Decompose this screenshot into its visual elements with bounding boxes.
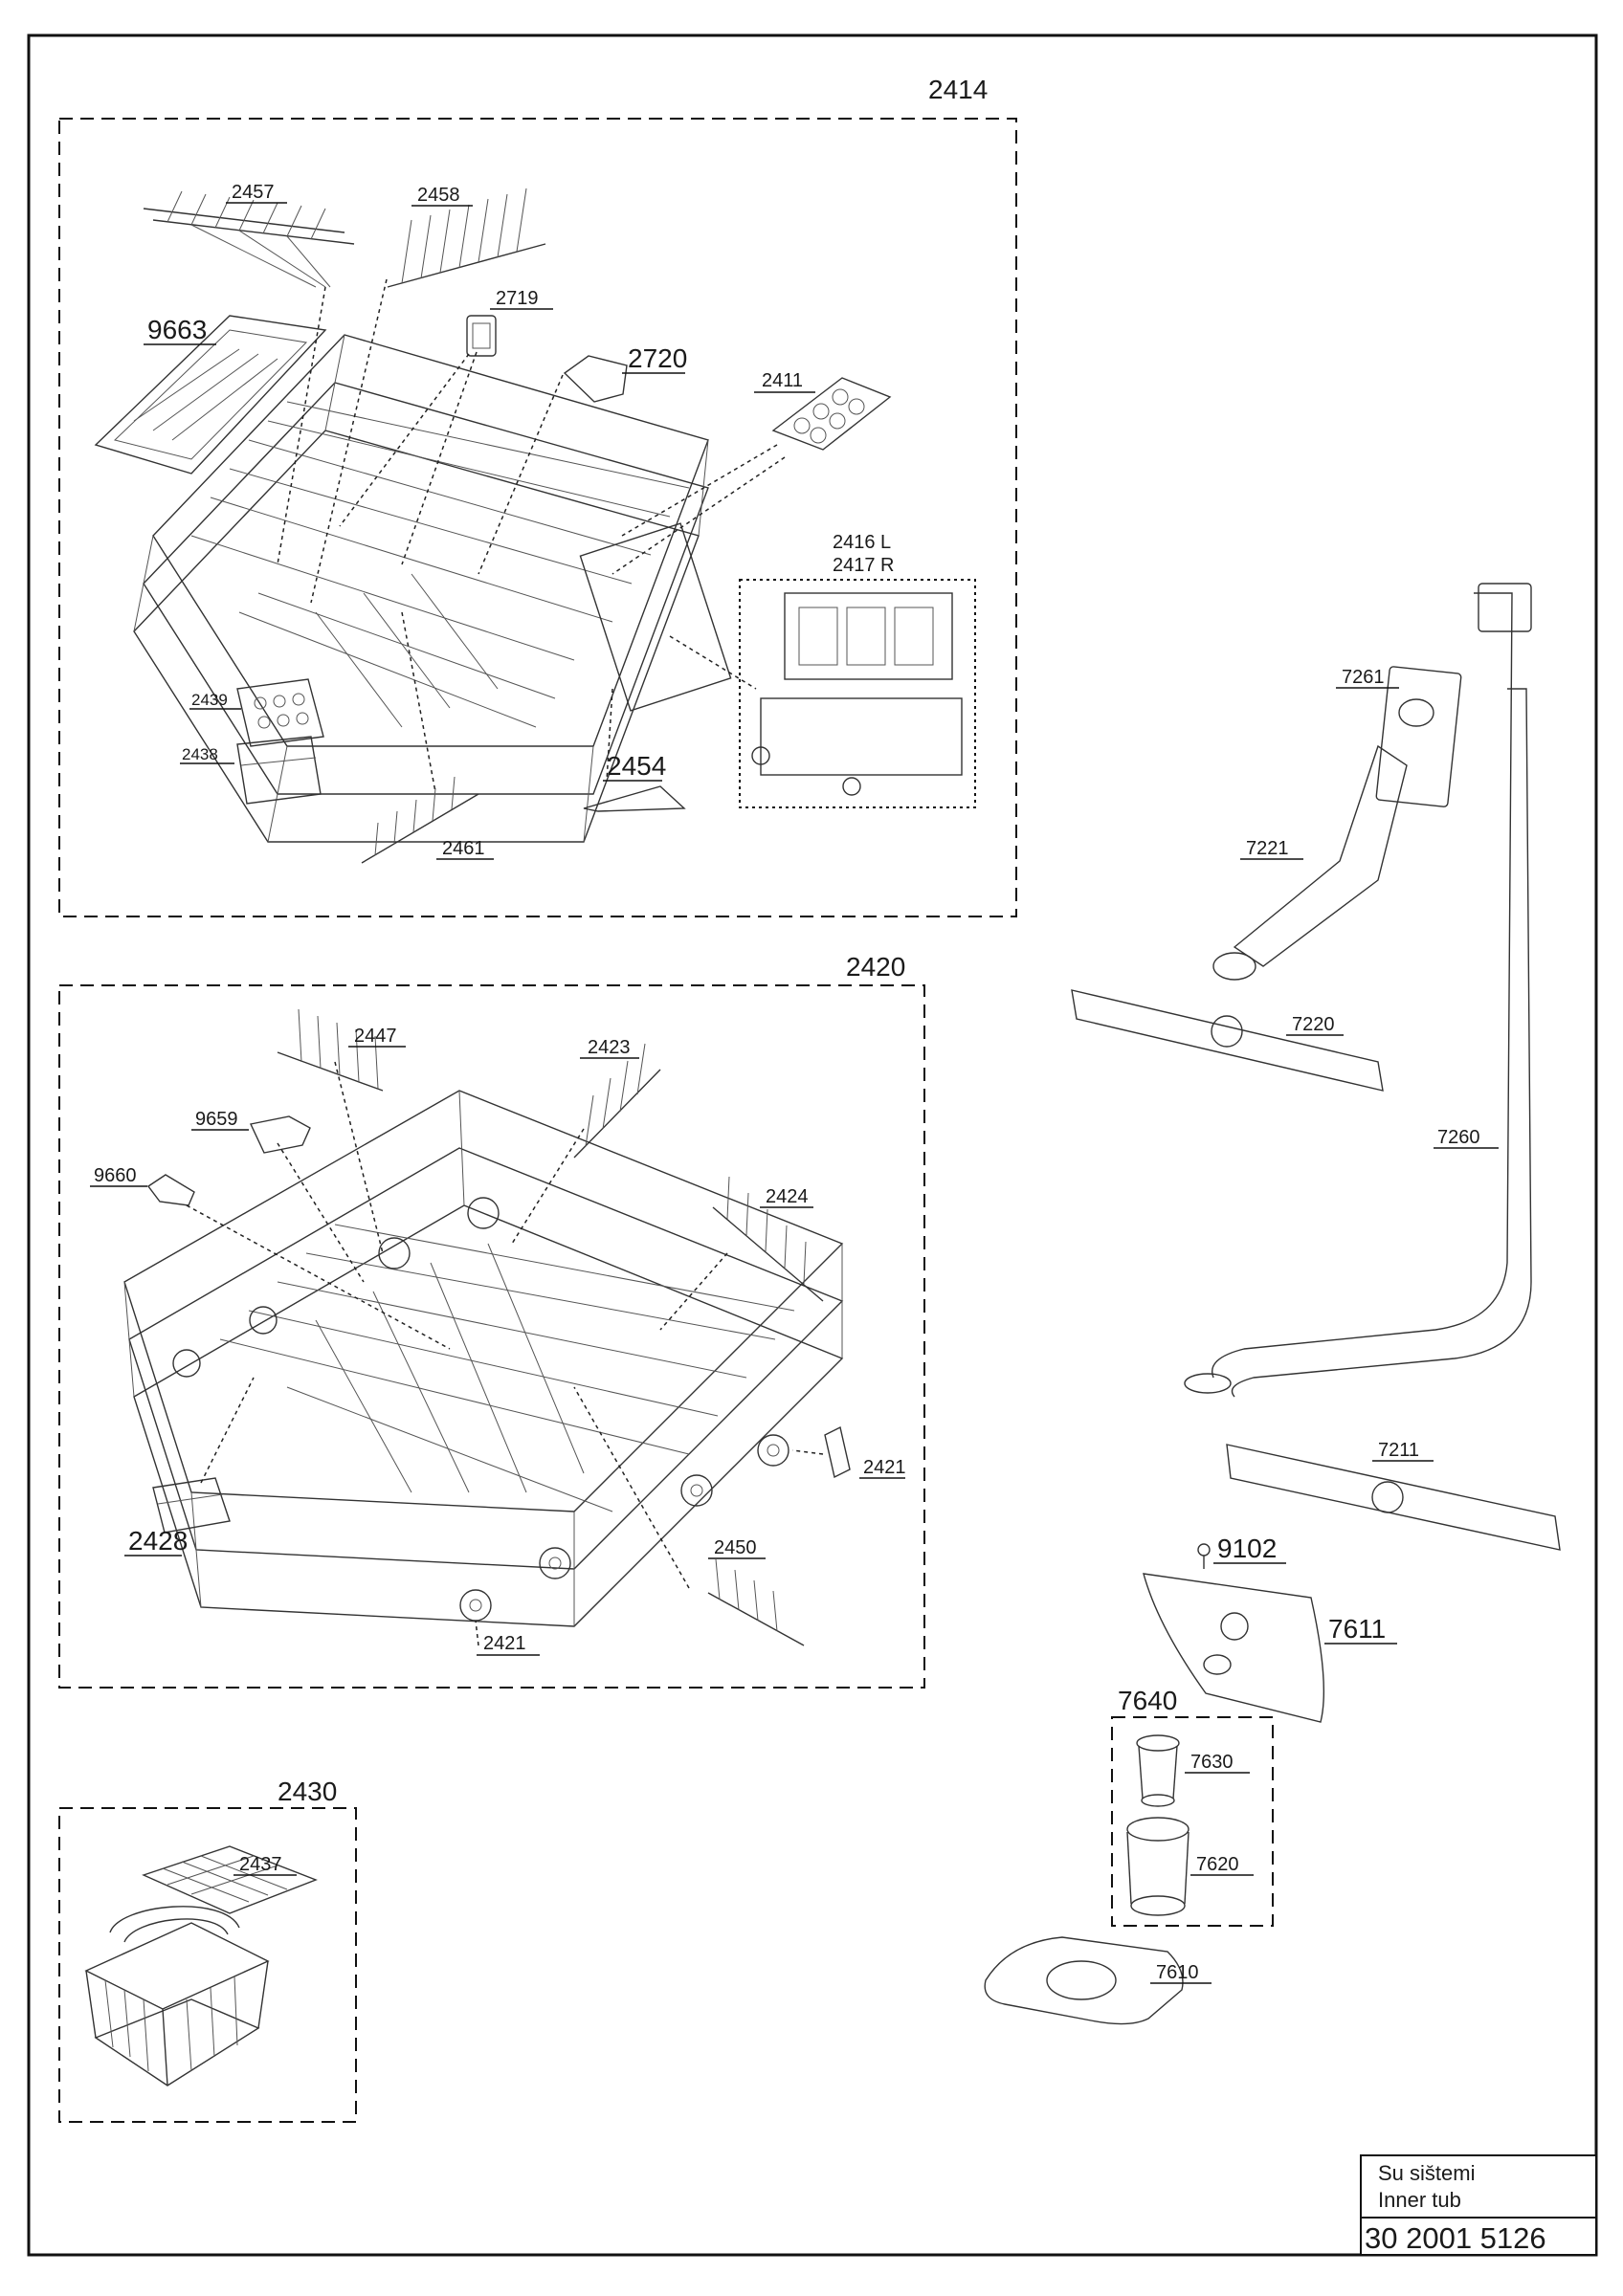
label-2438: 2438: [182, 745, 218, 763]
label-2447: 2447: [354, 1026, 397, 1047]
label-2411: 2411: [762, 370, 803, 391]
label-2424: 2424: [766, 1186, 809, 1207]
label-2461: 2461: [442, 838, 485, 859]
label-7611: 7611: [1328, 1614, 1386, 1644]
label-7260: 7260: [1437, 1127, 1480, 1148]
leaders-2414: [277, 278, 786, 793]
leaders-2420: [186, 1061, 824, 1646]
part-2421-side-wheel: [824, 1425, 851, 1479]
part-rail-side-drawing: [751, 592, 963, 796]
label-7261: 7261: [1342, 667, 1385, 688]
title-part-number: 30 2001 5126: [1365, 2221, 1546, 2255]
part-9102-screw: [1197, 1543, 1211, 1569]
label-9663: 9663: [147, 315, 207, 344]
part-9659-clip: [249, 1115, 311, 1154]
group-box-7640: [1111, 1716, 1274, 1927]
title-line1: Su sis̆temi: [1378, 2161, 1475, 2185]
part-7260-pipe: [1184, 583, 1532, 1398]
label-2416-l: 2416 L: [833, 532, 891, 553]
label-2421-bottom: 2421: [483, 1633, 526, 1654]
part-2428-handle: [152, 1477, 231, 1534]
group-label-2420: 2420: [846, 952, 905, 982]
label-2417-r: 2417 R: [833, 555, 895, 576]
part-2438-handle: [236, 736, 322, 805]
label-7610: 7610: [1156, 1962, 1199, 1983]
part-2719-clip: [466, 315, 497, 357]
label-2458: 2458: [417, 185, 460, 206]
group-box-2430: [58, 1807, 357, 2123]
group-label-7640: 7640: [1118, 1686, 1177, 1715]
part-2458-rack: [387, 188, 546, 288]
part-7611-deflector: [1143, 1573, 1325, 1723]
label-7211: 7211: [1378, 1440, 1419, 1461]
part-7620-filter: [1126, 1817, 1189, 1916]
label-2423: 2423: [588, 1037, 631, 1058]
part-2424-rack: [712, 1176, 824, 1302]
group-label-2414: 2414: [928, 75, 988, 104]
label-9659: 9659: [195, 1109, 238, 1130]
cutlery-basket-drawing: [84, 1906, 270, 2086]
label-2437: 2437: [239, 1854, 282, 1875]
group-label-2430: 2430: [278, 1777, 337, 1806]
label-2421-side: 2421: [863, 1457, 906, 1478]
label-2720: 2720: [628, 343, 687, 373]
label-9102: 9102: [1217, 1534, 1277, 1563]
part-9663-tray: [94, 315, 327, 475]
group-box-2414: [58, 118, 1017, 917]
part-2411-flap: [771, 377, 892, 451]
group-box-2420: [58, 984, 925, 1689]
label-7630: 7630: [1190, 1752, 1234, 1773]
part-7220-spray-arm: [1071, 989, 1384, 1092]
group-box-rail-side: [739, 579, 976, 808]
label-2719: 2719: [496, 288, 539, 309]
page-frame: [27, 33, 1598, 2257]
part-7630-microfilter: [1136, 1734, 1180, 1807]
part-2454-wedge: [583, 785, 686, 812]
label-2439: 2439: [191, 691, 228, 709]
lower-basket-drawing: [123, 1090, 844, 1627]
label-9660: 9660: [94, 1165, 137, 1186]
label-2457: 2457: [232, 182, 275, 203]
part-7221-arm-pipe: [1212, 744, 1408, 981]
part-2437-grid: [142, 1845, 318, 1914]
part-7211-spray-arm: [1226, 1444, 1561, 1551]
part-2461-rack: [361, 776, 479, 864]
label-7620: 7620: [1196, 1854, 1239, 1875]
part-2447-rack: [277, 1008, 384, 1092]
label-2454: 2454: [607, 751, 666, 781]
label-7221: 7221: [1246, 838, 1289, 859]
part-9660-clip: [146, 1174, 195, 1206]
lower-basket-wheels: [172, 1197, 789, 1622]
part-7610-tray: [984, 1936, 1184, 2025]
part-2423-rack: [573, 1043, 661, 1159]
label-2450: 2450: [714, 1537, 757, 1558]
label-2428: 2428: [128, 1526, 188, 1556]
part-2457-rack: [143, 190, 355, 288]
title-block: [1360, 2154, 1597, 2256]
part-2439-holder: [236, 678, 324, 747]
title-line2: Inner tub: [1378, 2188, 1461, 2212]
part-2450-rack: [707, 1558, 805, 1646]
label-7220: 7220: [1292, 1014, 1335, 1035]
part-2720-clip: [563, 355, 628, 403]
part-7261-cover: [1375, 666, 1462, 807]
